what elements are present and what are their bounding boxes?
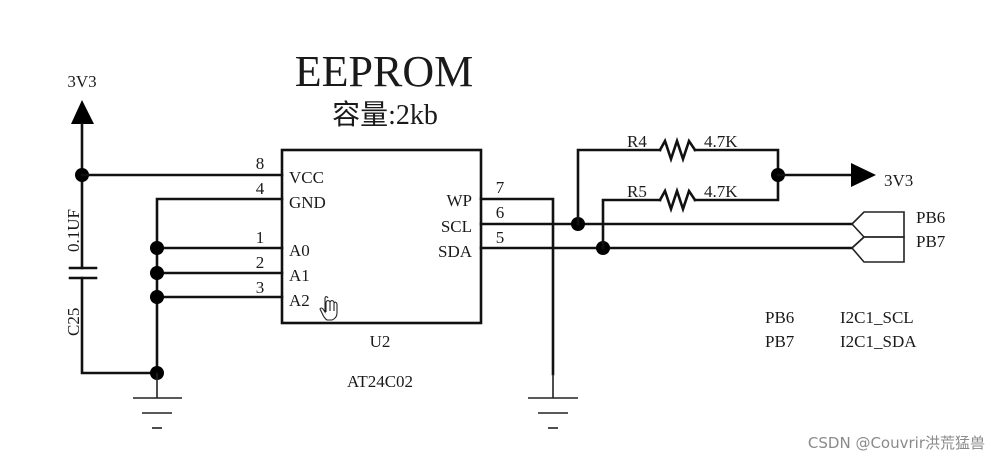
- chip-part: AT24C02: [347, 372, 413, 391]
- port-label: PB6: [916, 208, 945, 227]
- pin-map-pin: PB6: [765, 308, 794, 327]
- capacitor-ground-wire: [80, 276, 159, 375]
- pin-name: GND: [289, 193, 326, 212]
- wire-wp: [479, 197, 555, 376]
- power-arrow-right-icon: [851, 163, 876, 187]
- wire-r5-left: [601, 198, 662, 250]
- pin-name: WP: [447, 191, 473, 210]
- pin-name: A2: [289, 291, 310, 310]
- port-connector-icon: [851, 211, 905, 263]
- power-label-3v3-left: 3V3: [67, 72, 96, 91]
- resistor-icon: [658, 136, 697, 164]
- resistor-value: 4.7K: [704, 132, 738, 151]
- resistor-ref: R5: [627, 182, 647, 201]
- pin-number: 1: [256, 228, 265, 247]
- pin-number: 3: [256, 278, 265, 297]
- wire-gnd: [155, 197, 284, 375]
- pin-name: SCL: [441, 217, 472, 236]
- pin-number: 7: [496, 178, 505, 197]
- watermark: CSDN @Couvrir洪荒猛兽: [807, 434, 985, 452]
- subtitle: 容量:2kb: [332, 99, 438, 131]
- hand-cursor-icon: [319, 295, 338, 321]
- chip-ref: U2: [370, 332, 391, 351]
- pin-number: 4: [256, 179, 265, 198]
- pin-map-function: I2C1_SDA: [840, 332, 917, 351]
- port-label: PB7: [916, 232, 946, 251]
- capacitor-ref: C25: [64, 308, 83, 336]
- resistor-value: 4.7K: [704, 182, 738, 201]
- junction-dot: [150, 290, 164, 304]
- pin-number: 6: [496, 203, 505, 222]
- ground-icon: [133, 373, 182, 429]
- pin-name: A1: [289, 266, 310, 285]
- resistor-icon: [658, 186, 697, 214]
- pin-number: 8: [256, 154, 265, 173]
- pin-name: VCC: [289, 168, 324, 187]
- pin-name: A0: [289, 241, 310, 260]
- junction-dot: [150, 241, 164, 255]
- pin-number: 5: [496, 228, 505, 247]
- power-arrow-up-icon: [71, 100, 94, 124]
- title: EEPROM: [295, 47, 473, 96]
- pin-number: 2: [256, 253, 265, 272]
- junction-dot: [150, 266, 164, 280]
- chip-body: [280, 148, 483, 325]
- ground-icon: [528, 374, 578, 429]
- pin-map-pin: PB7: [765, 332, 795, 351]
- pin-name: SDA: [438, 242, 473, 261]
- capacitor-value: 0.1UF: [64, 209, 83, 252]
- power-label-3v3-right: 3V3: [884, 171, 913, 190]
- pin-map-function: I2C1_SCL: [840, 308, 914, 327]
- resistor-ref: R4: [627, 132, 647, 151]
- wire-r4-left: [576, 148, 662, 226]
